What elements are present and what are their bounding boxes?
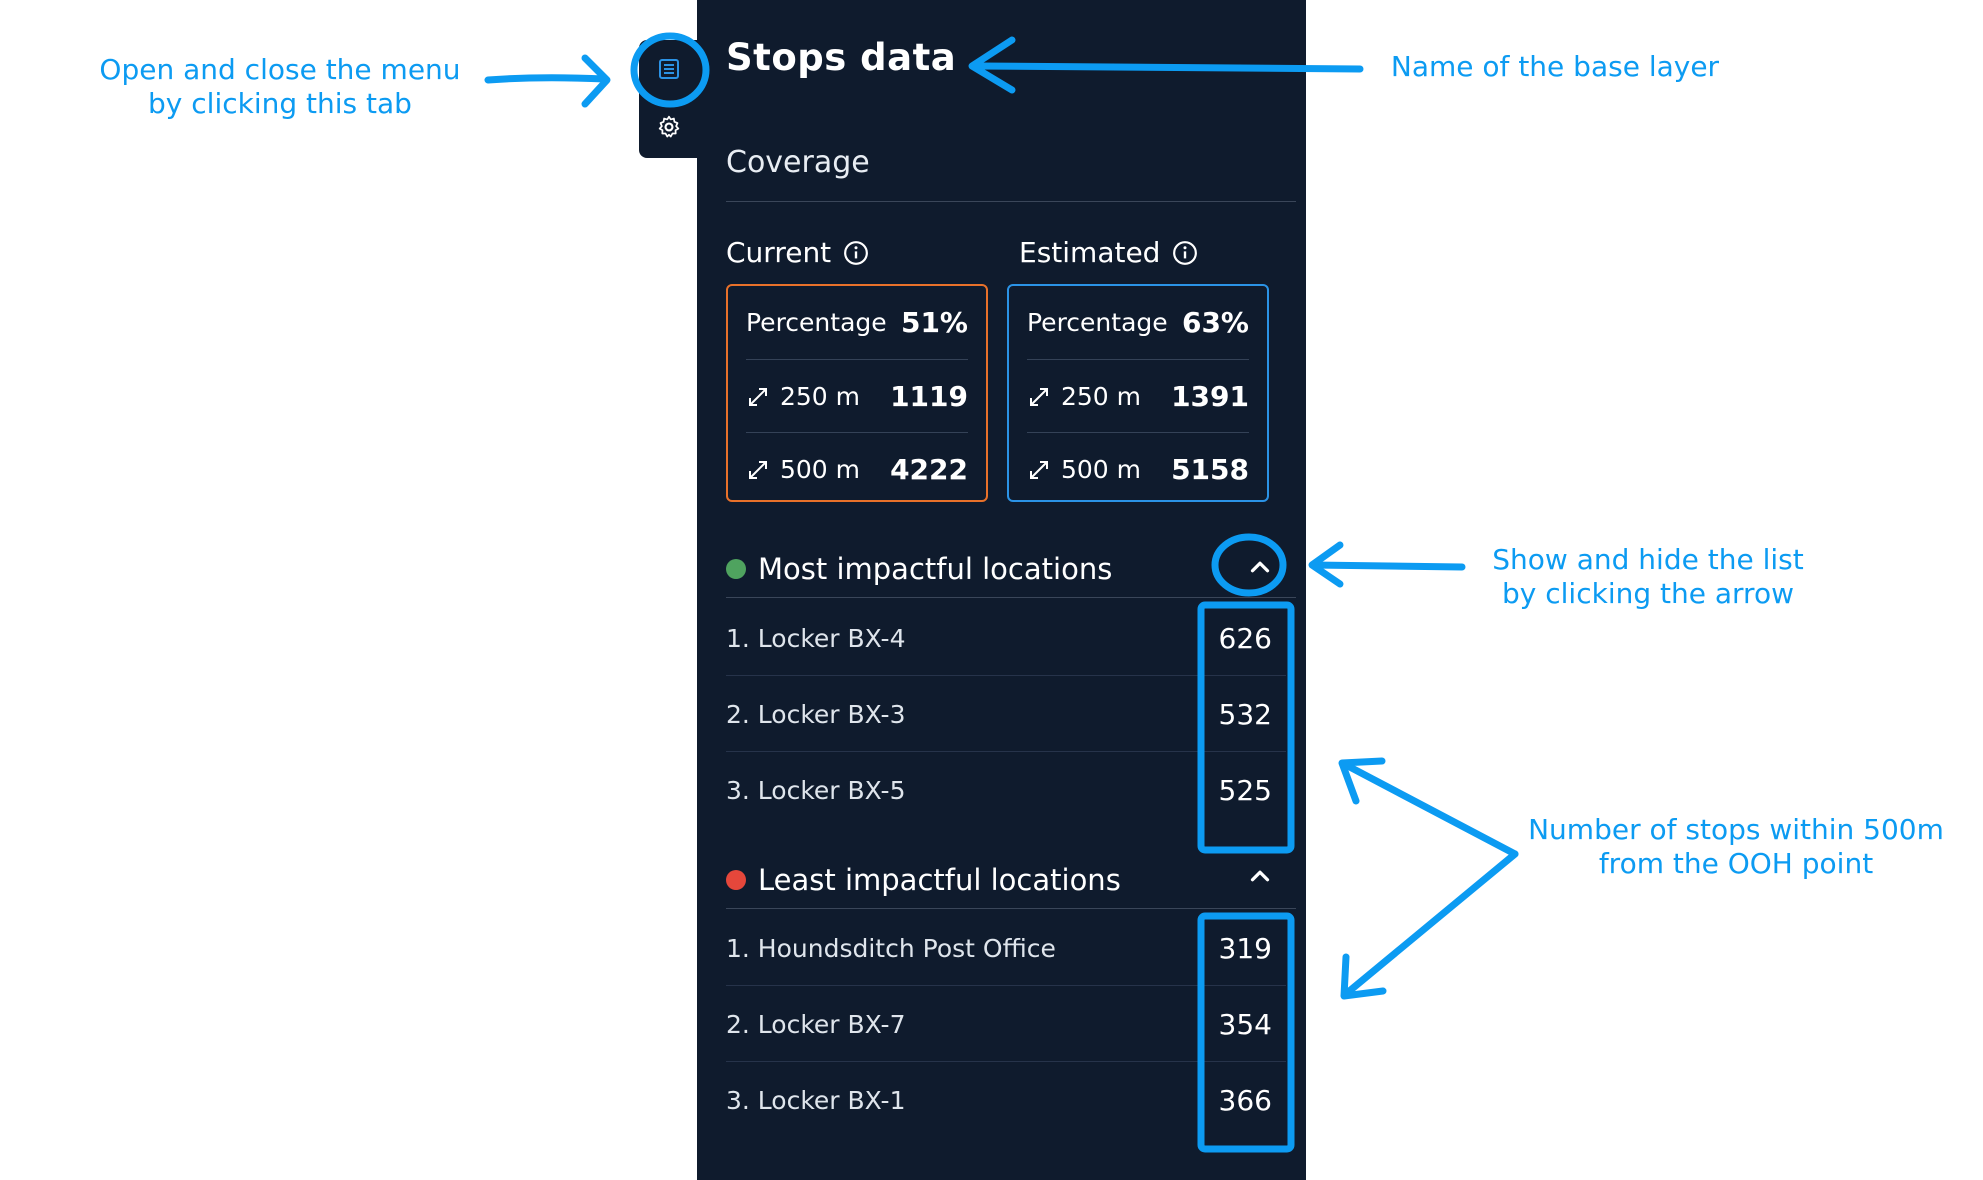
location-name: 3. Locker BX-5: [726, 775, 906, 805]
annotation-stops-count: Number of stops within 500m from the OOH…: [1526, 813, 1946, 881]
stops-count: 532: [1218, 697, 1272, 731]
metric-label: Percentage: [746, 308, 887, 337]
chevron-up-icon[interactable]: [1245, 861, 1275, 891]
least-impactful-title: Least impactful locations: [758, 863, 1121, 897]
info-icon[interactable]: [843, 240, 869, 266]
chevron-up-icon[interactable]: [1245, 552, 1275, 582]
stops-count: 354: [1218, 1007, 1272, 1041]
estimated-label: Estimated: [1019, 236, 1161, 269]
annotation-line: Name of the base layer: [1390, 50, 1720, 83]
current-label: Current: [726, 236, 832, 269]
metric-label-wrap: 500 m: [746, 455, 860, 484]
annotation-line: by clicking this tab: [148, 87, 412, 120]
metric-label: 500 m: [780, 455, 861, 484]
gear-icon: [658, 115, 679, 138]
list-item: 1. Houndsditch Post Office 319: [726, 910, 1286, 986]
location-name: 3. Locker BX-1: [726, 1085, 906, 1115]
annotation-arrow-toggle: Show and hide the list by clicking the a…: [1478, 543, 1818, 611]
expand-arrows-icon: [1030, 460, 1048, 479]
current-heading: Current: [726, 236, 869, 269]
metric-label-wrap: 250 m: [746, 382, 860, 411]
expand-arrows-icon: [749, 460, 767, 479]
stops-count: 319: [1218, 931, 1272, 965]
list-icon: [658, 59, 679, 79]
list-item: 2. Locker BX-3 532: [726, 676, 1286, 752]
side-tab-strip: [639, 40, 698, 158]
settings-tab[interactable]: [639, 98, 698, 156]
red-status-dot: [726, 870, 746, 890]
metric-row: Percentage 63%: [1027, 286, 1249, 359]
annotation-base-layer: Name of the base layer: [1385, 50, 1725, 84]
metric-value: 4222: [890, 453, 968, 486]
metric-row: 250 m 1391: [1027, 359, 1249, 433]
annotation-arrowhead: [581, 54, 611, 108]
location-name: 2. Locker BX-3: [726, 699, 906, 729]
annotation-arrow: [484, 74, 609, 84]
expand-arrows-icon: [1030, 387, 1048, 406]
annotation-line: by clicking the arrow: [1502, 577, 1794, 610]
metric-label-wrap: 500 m: [1027, 455, 1141, 484]
list-item: 3. Locker BX-1 366: [726, 1062, 1286, 1138]
least-impactful-heading: Least impactful locations: [726, 863, 1121, 897]
list-item: 1. Locker BX-4 626: [726, 600, 1286, 676]
row-divider: [726, 985, 1286, 986]
annotation-arrowhead: [1308, 541, 1344, 588]
list-item: 3. Locker BX-5 525: [726, 752, 1286, 828]
metric-row: 500 m 5158: [1027, 432, 1249, 506]
metric-value: 1391: [1171, 380, 1249, 413]
panel-title: Stops data: [726, 36, 957, 79]
metric-value: 51%: [900, 306, 968, 339]
green-status-dot: [726, 559, 746, 579]
list-item: 2. Locker BX-7 354: [726, 986, 1286, 1062]
metric-value: 1119: [890, 380, 968, 413]
location-name: 2. Locker BX-7: [726, 1009, 906, 1039]
annotation-arrow: [1309, 561, 1466, 571]
annotation-menu-tab: Open and close the menu by clicking this…: [90, 53, 470, 121]
annotation-arrow: [1342, 761, 1519, 858]
stops-data-panel: Stops data Coverage Current Estimated Pe…: [697, 0, 1306, 1180]
annotation-line: Show and hide the list: [1492, 543, 1804, 576]
section-divider: [726, 908, 1296, 909]
annotation-line: Number of stops within 500m: [1528, 813, 1944, 846]
annotation-arrowhead: [1338, 757, 1386, 805]
expand-arrows-icon: [749, 387, 767, 406]
section-divider: [726, 597, 1296, 598]
most-impactful-heading: Most impactful locations: [726, 552, 1112, 586]
metric-label: 250 m: [780, 382, 861, 411]
metric-label: 500 m: [1061, 455, 1142, 484]
annotation-arrow: [1343, 850, 1519, 997]
current-coverage-box: Percentage 51% 250 m 1119 500: [726, 284, 988, 502]
row-divider: [726, 751, 1286, 752]
row-divider: [726, 1061, 1286, 1062]
info-icon[interactable]: [1172, 240, 1198, 266]
location-name: 1. Locker BX-4: [726, 623, 906, 653]
annotation-arrowhead: [1340, 953, 1387, 1000]
metric-row: Percentage 51%: [746, 286, 968, 359]
metric-label: Percentage: [1027, 308, 1168, 337]
estimated-coverage-box: Percentage 63% 250 m 1391 500: [1007, 284, 1269, 502]
stops-count: 525: [1218, 773, 1272, 807]
menu-tab[interactable]: [639, 40, 698, 98]
estimated-heading: Estimated: [1019, 236, 1198, 269]
coverage-divider: [726, 201, 1296, 202]
metric-label-wrap: 250 m: [1027, 382, 1141, 411]
location-name: 1. Houndsditch Post Office: [726, 933, 1056, 963]
stops-count: 366: [1218, 1083, 1272, 1117]
coverage-heading: Coverage: [726, 145, 870, 180]
row-divider: [726, 675, 1286, 676]
metric-value: 63%: [1181, 306, 1249, 339]
most-impactful-title: Most impactful locations: [758, 552, 1113, 586]
annotation-line: Open and close the menu: [99, 53, 461, 86]
metric-label: 250 m: [1061, 382, 1142, 411]
annotation-line: from the OOH point: [1598, 847, 1874, 880]
metric-row: 500 m 4222: [746, 432, 968, 506]
stops-count: 626: [1218, 621, 1272, 655]
metric-row: 250 m 1119: [746, 359, 968, 433]
metric-value: 5158: [1171, 453, 1249, 486]
